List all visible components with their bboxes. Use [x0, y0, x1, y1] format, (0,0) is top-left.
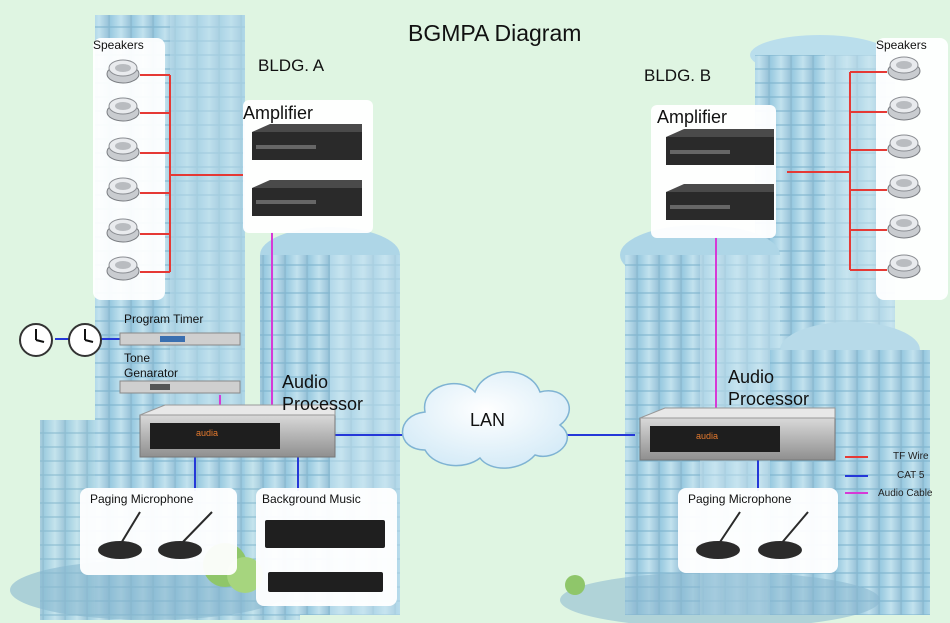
tf-wire-lines-b [787, 71, 887, 271]
paging-mic-a-label: Paging Microphone [90, 492, 194, 506]
background-music-label: Background Music [262, 492, 361, 506]
audio-processor-a-label-line1: Audio [282, 372, 329, 392]
speaker-icon [106, 97, 140, 122]
speaker-icon [106, 137, 140, 162]
audio-processor-a-label-line2: Processor [282, 394, 364, 414]
processor-a-brand: audia [196, 428, 219, 438]
cat5-lines [55, 338, 759, 491]
legend-lines [845, 456, 868, 494]
speaker-icon [887, 96, 921, 121]
building-a-label: BLDG. A [258, 56, 325, 75]
legend-audio-cable: Audio Cable [878, 488, 933, 499]
paging-microphones [98, 511, 809, 559]
speaker-icon [106, 59, 140, 84]
clock-icon [19, 323, 53, 357]
tone-generator-label-line2: Genarator [124, 366, 179, 380]
amplifier-a-label: Amplifier [243, 103, 314, 123]
legend-cat5: CAT 5 [897, 470, 925, 481]
speakers-b-label: Speakers [876, 38, 927, 52]
amplifier-a-units [243, 100, 373, 233]
speaker-icon [106, 177, 140, 202]
amplifier-b-units [651, 105, 776, 238]
rack-units [119, 332, 241, 394]
speaker-icon [887, 134, 921, 159]
clock-icon [68, 323, 102, 357]
speaker-icon [887, 56, 921, 81]
lan-label: LAN [470, 410, 506, 430]
speaker-icon [106, 256, 140, 281]
speaker-icon [887, 174, 921, 199]
speaker-icon [887, 214, 921, 239]
amplifier-b-label: Amplifier [657, 107, 728, 127]
diagram-title: BGMPA Diagram [408, 20, 582, 46]
audio-processor-units [139, 404, 836, 461]
speaker-icon [887, 254, 921, 279]
tf-wire-lines-a [140, 74, 243, 273]
lan-cloud [401, 371, 571, 469]
speakers-a-label: Speakers [93, 38, 144, 52]
processor-b-brand: audia [696, 431, 719, 441]
tone-generator-label-line1: Tone [124, 351, 151, 365]
audio-processor-b-label-line2: Processor [728, 389, 810, 409]
audio-processor-b-label-line1: Audio [728, 367, 775, 387]
program-timer-label: Program Timer [124, 312, 204, 326]
paging-mic-b-label: Paging Microphone [688, 492, 792, 506]
speaker-icon [106, 218, 140, 243]
music-players [265, 520, 385, 592]
building-b-label: BLDG. B [644, 66, 712, 85]
legend-tf-wire: TF Wire [893, 451, 929, 462]
